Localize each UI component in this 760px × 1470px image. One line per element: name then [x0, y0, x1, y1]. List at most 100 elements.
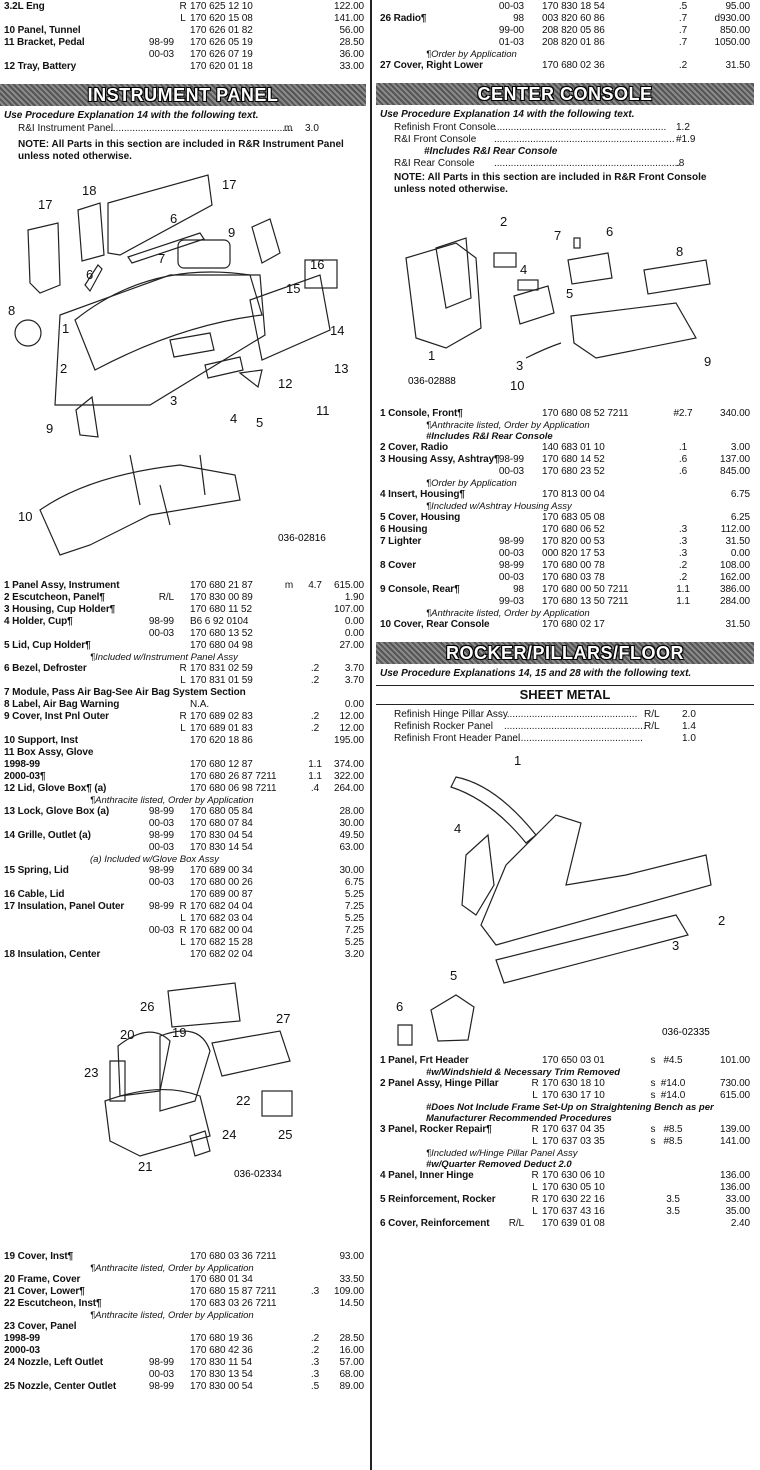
part-price: 386.00: [720, 584, 750, 595]
part-number: 170 830 00 54: [190, 1381, 253, 1392]
part-row: 7 Module, Pass Air Bag-See Air Bag Syste…: [0, 687, 366, 699]
op-label: R&I Front Console: [394, 134, 477, 145]
part-year: 98-99: [148, 830, 174, 841]
callout: 5: [256, 415, 263, 430]
center-outlet-shape: [261, 1090, 293, 1117]
part-description: 1 Panel Assy, Instrument: [4, 580, 120, 591]
part-number: 208 820 01 86: [542, 37, 605, 48]
part-labor: .2: [310, 1333, 320, 1344]
part-description: 2000-03: [4, 1345, 40, 1356]
op-dots: ........................................…: [494, 122, 667, 133]
cover-shape: [643, 259, 711, 295]
part-number: 170 626 05 19: [190, 37, 253, 48]
part-description: 4 Holder, Cup¶: [4, 616, 73, 627]
part-description: 7 Module, Pass Air Bag-See Air Bag Syste…: [4, 687, 246, 698]
part-number: 208 820 05 86: [542, 25, 605, 36]
part-year: 00-03: [148, 818, 174, 829]
part-number: 170 637 03 35: [542, 1136, 605, 1147]
part-price: 12.00: [339, 711, 364, 722]
op-row: Refinish Front Console..................…: [376, 122, 754, 134]
callout: 1: [428, 348, 435, 363]
note-text: #Does Not Include Frame Set-Up on Straig…: [426, 1102, 714, 1113]
part-side: R: [179, 925, 187, 936]
part-number: 170 680 02 17: [542, 619, 605, 630]
part-side: L: [180, 723, 186, 734]
part-labor: .2: [310, 675, 320, 686]
op-row: Refinish Rocker Panel...................…: [376, 721, 754, 733]
part-price: 57.00: [339, 1357, 364, 1368]
insulation-outer-shape: [107, 174, 213, 256]
part-number: 170 680 42 36: [190, 1345, 253, 1356]
callout: 3: [672, 938, 679, 953]
part-number: 170 830 00 89: [190, 592, 253, 603]
part-number: 170 689 02 83: [190, 711, 253, 722]
part-labor: .3: [310, 1286, 320, 1297]
part-description: 3.2L Eng: [4, 1, 45, 12]
callout: 26: [140, 999, 154, 1014]
ashtray-housing-shape: [513, 285, 555, 325]
part-year: 98-99: [148, 616, 174, 627]
op-side: R/L: [644, 721, 660, 732]
defroster-bezel-shape: [127, 232, 205, 264]
part-note: #w/Quarter Removed Deduct 2.0: [376, 1159, 754, 1170]
part-code: s: [650, 1090, 656, 1101]
callout: 3: [170, 393, 177, 408]
part-price: 6.25: [730, 512, 750, 523]
callout: 1: [514, 753, 521, 768]
part-number: 170 630 18 10: [542, 1078, 605, 1089]
figure2-id: 036-02334: [234, 1169, 282, 1180]
part-number: 170 639 01 08: [542, 1218, 605, 1229]
part-labor: .6: [678, 466, 688, 477]
part-description: 14 Grille, Outlet (a): [4, 830, 91, 841]
part-code: s: [650, 1136, 656, 1147]
part-number: 170 680 13 52: [190, 628, 253, 639]
inner-hinge-shape: [461, 833, 495, 916]
part-labor: #8.5: [663, 1136, 683, 1147]
part-price: 5.25: [344, 937, 364, 948]
part-description: 3 Housing Assy, Ashtray¶: [380, 454, 500, 465]
part-number: 170 831 02 59: [190, 663, 253, 674]
part-description: 3 Panel, Rocker Repair¶: [380, 1124, 492, 1135]
note-text: (a) Included w/Glove Box Assy: [90, 854, 220, 865]
part-number: 140 683 01 10: [542, 442, 605, 453]
instrument-panel-diagram: 17 18 17 6 9 7 8 6 16 1 15 14 2 13 12 3: [0, 165, 366, 580]
part-number: 170 630 05 10: [542, 1182, 605, 1193]
part-note: ¶Included w/Hinge Pillar Panel Assy: [376, 1148, 754, 1159]
part-year: 98-99: [148, 806, 174, 817]
part-labor: 1.1: [676, 584, 690, 595]
part-number: 170 680 00 78: [542, 560, 605, 571]
part-price: 109.00: [334, 1286, 364, 1297]
part-price: 28.00: [339, 806, 364, 817]
part-number: 170 680 02 36: [542, 60, 605, 71]
radio-shape: [167, 982, 241, 1028]
part-description: 5 Lid, Cup Holder¶: [4, 640, 91, 651]
part-year: 98-99: [148, 865, 174, 876]
part-note: ¶Included w/Ashtray Housing Assy: [376, 501, 754, 512]
callout: 15: [286, 281, 300, 296]
part-number: 170 683 03 26 7211: [190, 1298, 277, 1309]
part-number: 170 830 18 54: [542, 1, 605, 12]
part-year: 98: [513, 584, 524, 595]
part-description: 1 Console, Front¶: [380, 408, 463, 419]
op-label: Refinish Hinge Pillar Assy: [394, 709, 508, 720]
part-number: 170 630 06 10: [542, 1170, 605, 1181]
callout: 5: [450, 968, 457, 983]
part-price: 374.00: [334, 759, 364, 770]
sheet-metal-subhead: SHEET METAL: [376, 685, 754, 705]
part-labor: .6: [678, 454, 688, 465]
part-year: 00-03: [498, 572, 524, 583]
part-side: L: [532, 1206, 538, 1217]
part-number: 170 682 04 04: [190, 901, 253, 912]
